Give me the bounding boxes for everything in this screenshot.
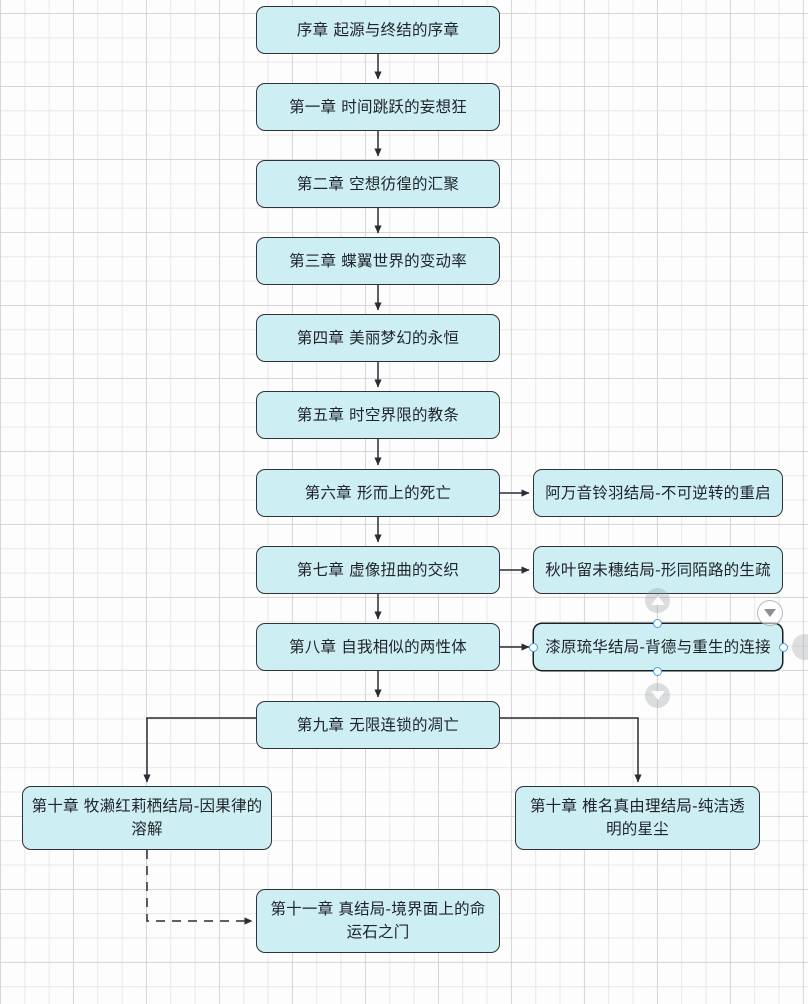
edge-e10a-e11 [146,850,253,925]
node-label: 第七章 虚像扭曲的交织 [296,560,460,579]
handle-right[interactable] [779,643,788,652]
node-label: 第十章 牧濑红莉栖结局-因果律的溶解 [31,796,263,838]
node-chapter-7[interactable]: 第七章 虚像扭曲的交织 [256,546,500,594]
triangle-down-icon [764,609,776,617]
node-label: 序章 起源与终结的序章 [296,20,460,39]
node-chapter-4[interactable]: 第四章 美丽梦幻的永恒 [256,314,500,362]
handle-left[interactable] [529,643,538,652]
node-ending-suzuha[interactable]: 阿万音铃羽结局-不可逆转的重启 [533,469,783,517]
node-label: 第一章 时间跳跃的妄想狂 [289,97,467,116]
node-label: 第三章 蝶翼世界的变动率 [289,251,467,270]
node-label: 第五章 时空界限的教条 [296,405,460,424]
node-label: 第六章 形而上的死亡 [304,483,452,502]
pan-right-button[interactable] [792,634,808,660]
collapse-up-button[interactable] [645,588,670,613]
collapse-down-button[interactable] [645,683,670,708]
node-chapter-5[interactable]: 第五章 时空界限的教条 [256,391,500,439]
triangle-up-icon [650,596,665,605]
node-label: 第十章 椎名真由理结局-纯洁透明的星尘 [529,796,746,838]
node-label: 第八章 自我相似的两性体 [289,637,467,656]
edge-n9-e10a [143,717,256,783]
triangle-down-icon [650,691,665,700]
node-chapter-9[interactable]: 第九章 无限连锁的凋亡 [256,701,500,749]
edge-n9-e10b [500,717,642,783]
node-chapter-8[interactable]: 第八章 自我相似的两性体 [256,623,500,671]
node-label: 第二章 空想彷徨的汇聚 [296,174,460,193]
node-chapter-1[interactable]: 第一章 时间跳跃的妄想狂 [256,83,500,131]
node-label: 漆原琉华结局-背德与重生的连接 [545,637,771,656]
handle-bottom[interactable] [653,667,662,676]
handle-top[interactable] [653,619,662,628]
node-ending-mayuri[interactable]: 第十章 椎名真由理结局-纯洁透明的星尘 [515,786,760,850]
node-label: 秋叶留未穗结局-形同陌路的生疏 [545,560,771,579]
node-label: 阿万音铃羽结局-不可逆转的重启 [545,483,771,502]
node-prologue[interactable]: 序章 起源与终结的序章 [256,6,500,54]
node-chapter-2[interactable]: 第二章 空想彷徨的汇聚 [256,160,500,208]
node-ending-kurisu[interactable]: 第十章 牧濑红莉栖结局-因果律的溶解 [22,786,272,850]
node-chapter-3[interactable]: 第三章 蝶翼世界的变动率 [256,237,500,285]
expand-down-button[interactable] [757,600,783,626]
node-true-ending[interactable]: 第十一章 真结局-境界面上的命运石之门 [256,889,500,953]
node-label: 第十一章 真结局-境界面上的命运石之门 [270,899,486,941]
node-label: 第九章 无限连锁的凋亡 [296,715,460,734]
node-ending-luka[interactable]: 漆原琉华结局-背德与重生的连接 [533,623,783,671]
node-ending-moeka[interactable]: 秋叶留未穗结局-形同陌路的生疏 [533,546,783,594]
node-chapter-6[interactable]: 第六章 形而上的死亡 [256,469,500,517]
node-label: 第四章 美丽梦幻的永恒 [296,328,460,347]
